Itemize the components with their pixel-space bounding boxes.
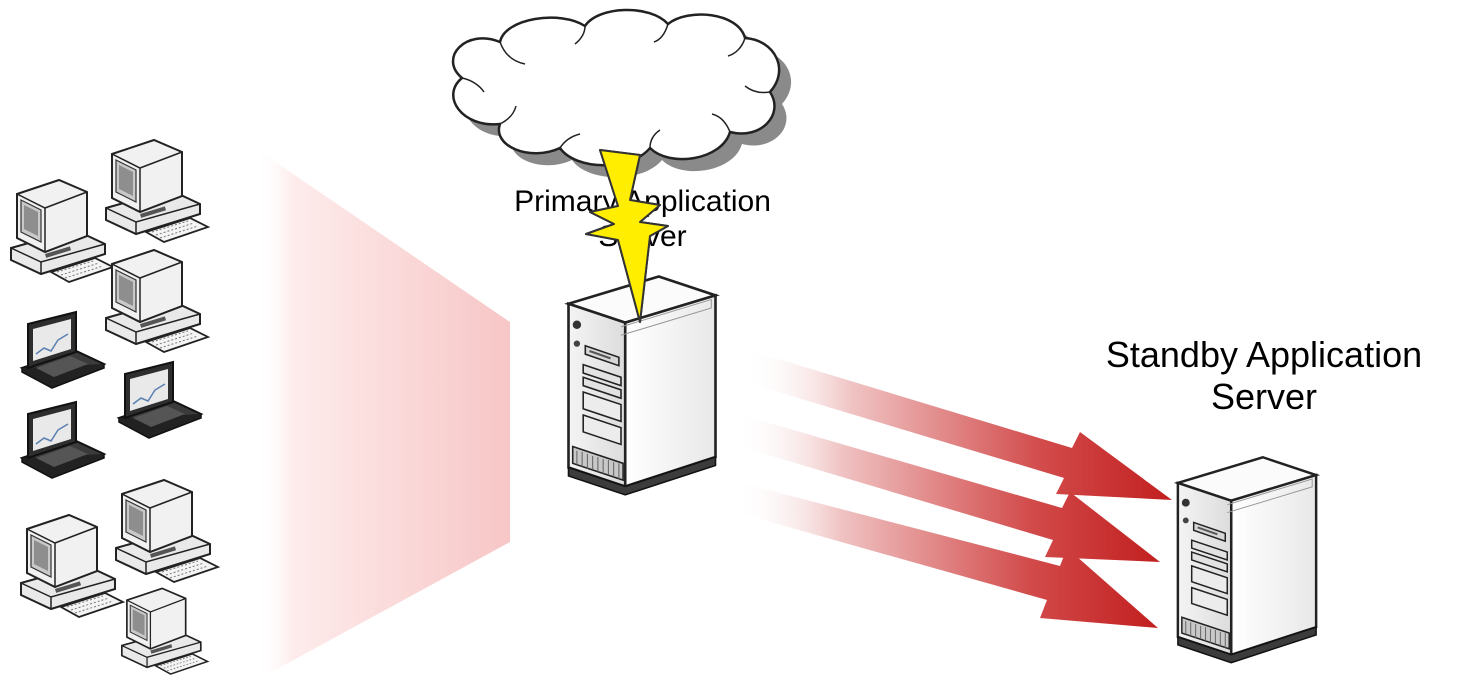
laptop-computer-icon: [21, 311, 105, 389]
primary-server-label: Primary Application Server: [470, 184, 815, 255]
standby-server-label: Standby Application Server: [1068, 334, 1460, 419]
laptop-computer-icon: [21, 401, 105, 479]
standby-server-label-line2: Server: [1210, 376, 1318, 418]
desktop-computer-icon: [105, 139, 209, 243]
desktop-computer-icon: [20, 514, 124, 618]
desktop-computer-icon: [105, 249, 209, 353]
replication-arrow-2: [735, 416, 1160, 562]
desktop-computer-icon: [10, 179, 114, 283]
replication-arrow-3: [735, 484, 1158, 628]
desktop-computer-icon: [115, 479, 219, 583]
standby-server-icon: [1176, 455, 1318, 665]
primary-server-label-line2: Server: [598, 220, 687, 254]
laptop-computer-icon: [118, 361, 202, 439]
desktop-computer-icon: [120, 587, 209, 676]
replication-arrow-1: [745, 352, 1172, 500]
replication-arrows: [735, 352, 1172, 628]
client-machines: [10, 139, 219, 676]
cloud-icon: [451, 8, 792, 178]
client-traffic-fan: [255, 148, 510, 681]
primary-server-label-line1: Primary Application: [514, 185, 771, 218]
standby-server-label-line1: Standby Application: [1105, 334, 1423, 375]
